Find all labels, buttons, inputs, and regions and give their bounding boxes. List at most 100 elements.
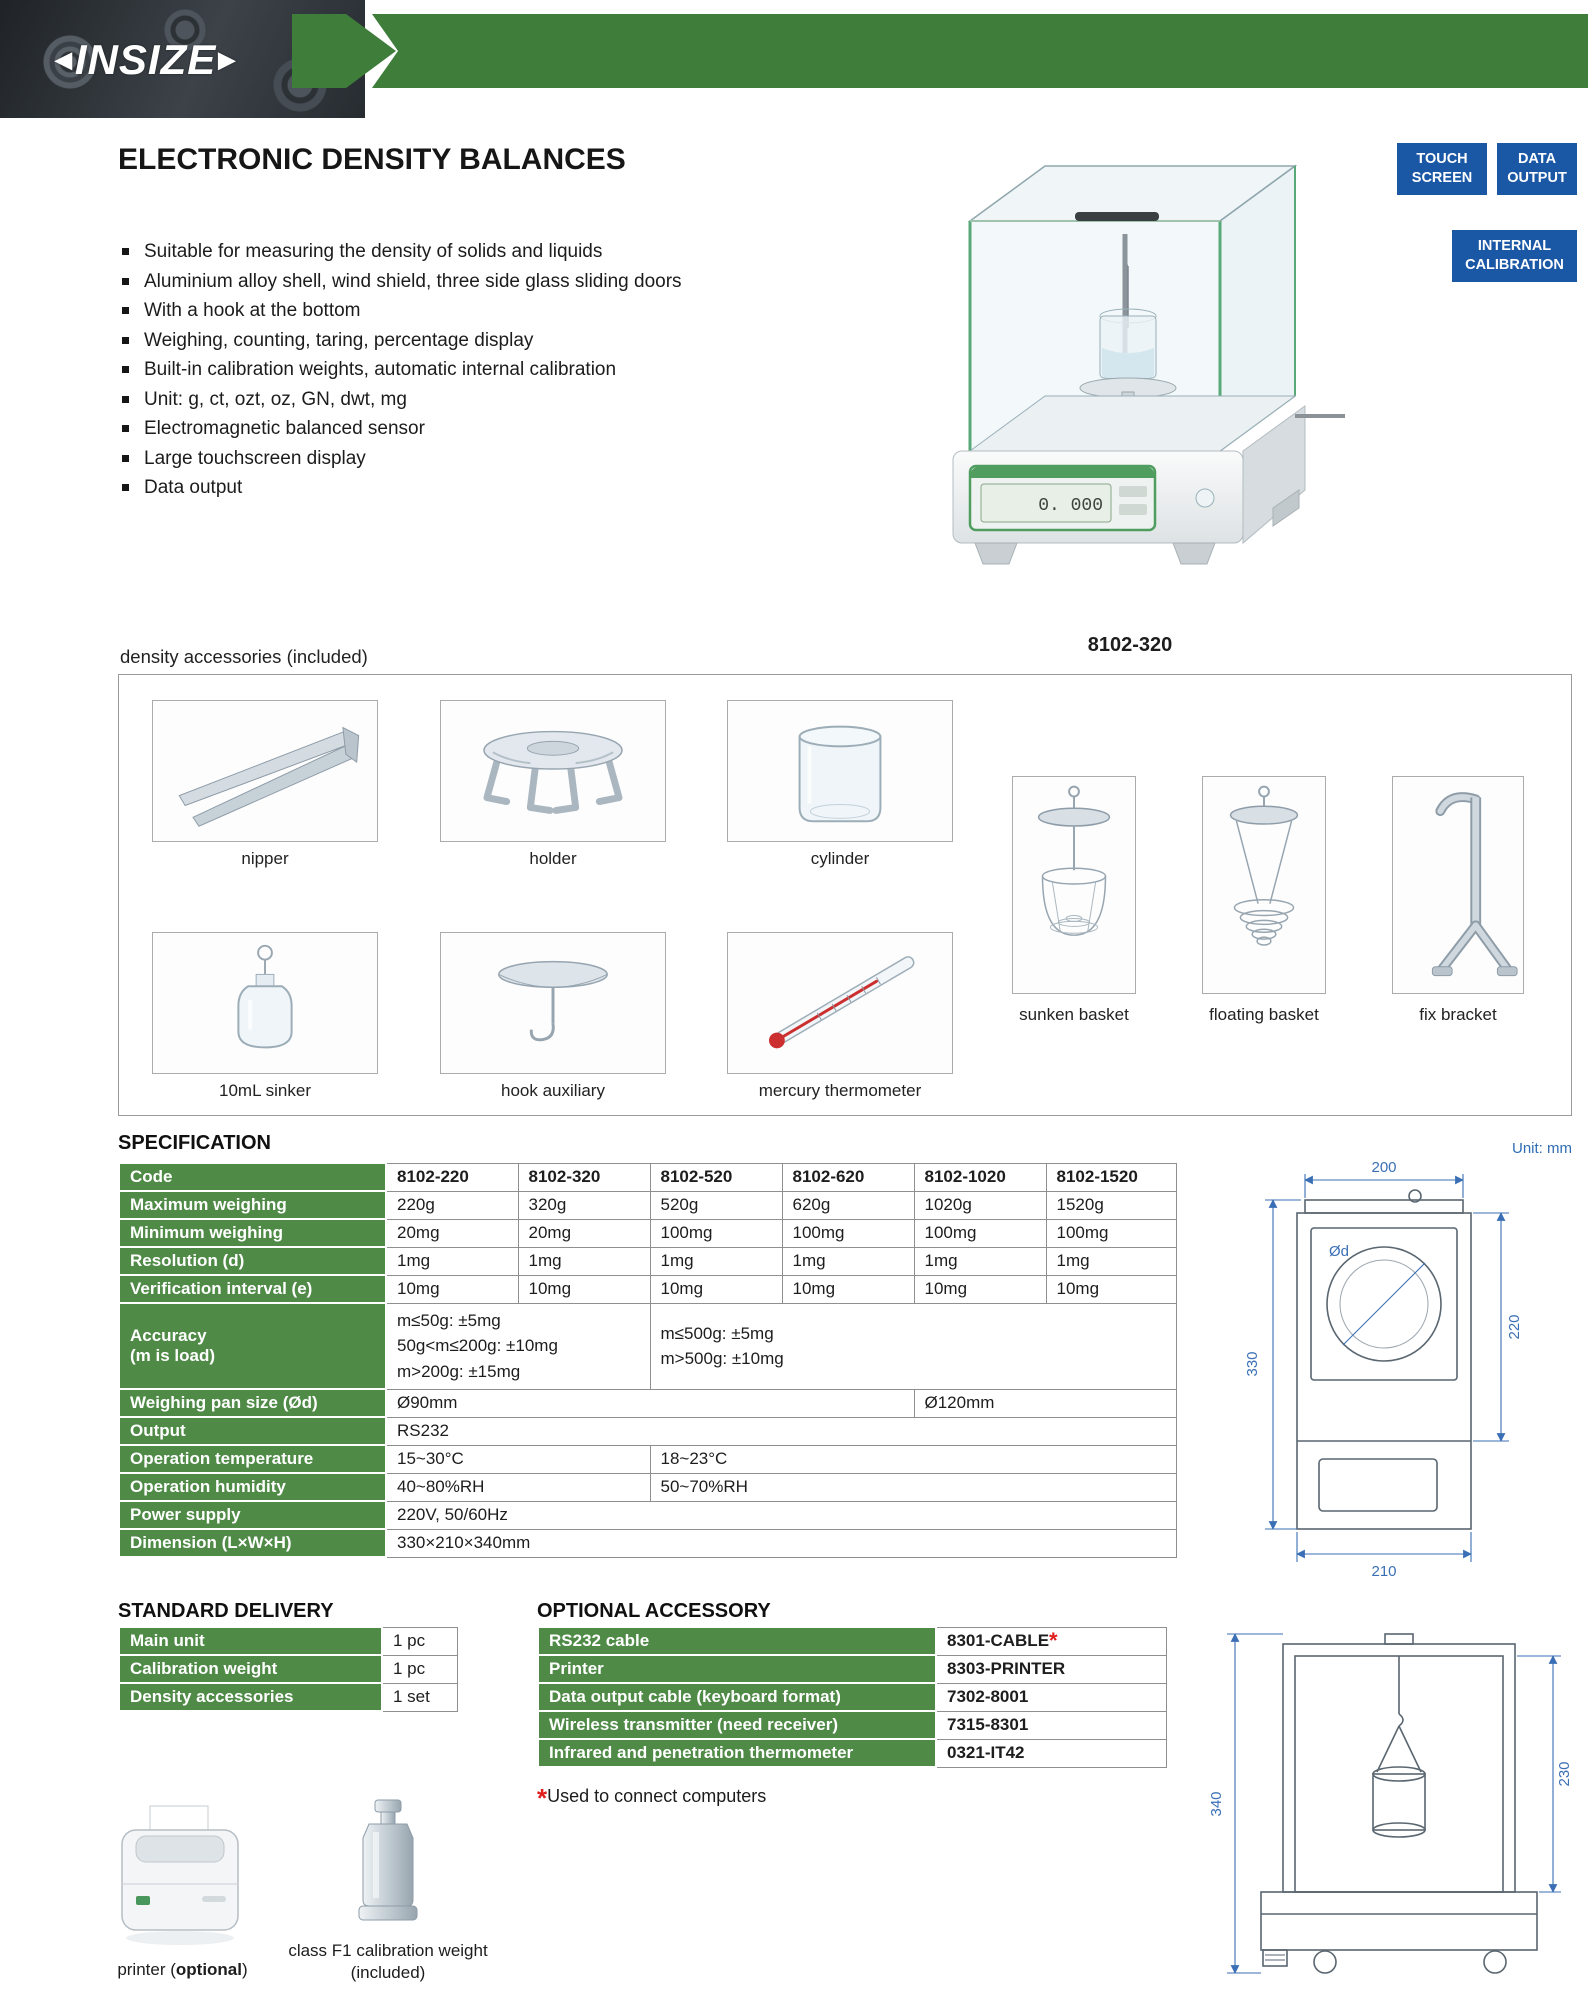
feature-item: Weighing, counting, taring, percentage d… <box>120 326 860 356</box>
spec-cell: 20mg <box>517 1218 651 1248</box>
table-row: Wireless transmitter (need receiver) 731… <box>537 1710 1167 1740</box>
standard-delivery-table: Main unit 1 pc Calibration weight 1 pc D… <box>118 1626 458 1712</box>
spec-cell: 100mg <box>1045 1218 1177 1248</box>
caption-fix-bracket: fix bracket <box>1419 1005 1497 1024</box>
table-row: Power supply 220V, 50/60Hz <box>118 1500 1177 1530</box>
spec-cell: 10mg <box>385 1274 519 1304</box>
badge-line: INTERNAL <box>1477 238 1552 254</box>
printer-image <box>108 1792 253 1957</box>
accessory-label: Printer <box>537 1654 937 1684</box>
spec-cell: 10mg <box>781 1274 915 1304</box>
table-row: Operation temperature 15~30°C 18~23°C <box>118 1444 1177 1474</box>
table-row: Maximum weighing 220g 320g 520g 620g 102… <box>118 1190 1177 1220</box>
weight-caption-line1: class F1 calibration weight <box>288 1941 488 1960</box>
feature-text: Large touchscreen display <box>144 447 366 469</box>
spec-cell: 8102-1020 <box>913 1162 1047 1192</box>
unit-note: Unit: mm <box>1512 1140 1572 1157</box>
logo-right-arrow-icon: ▶ <box>218 47 237 72</box>
spec-cell: 1mg <box>385 1246 519 1276</box>
specification-heading: SPECIFICATION <box>118 1132 271 1154</box>
badge-touch-screen: TOUCH SCREEN <box>1397 143 1487 195</box>
spec-row-label: Maximum weighing <box>118 1190 387 1220</box>
spec-cell: 220V, 50/60Hz <box>385 1500 1177 1530</box>
spec-cell: 8102-1520 <box>1045 1162 1177 1192</box>
fix-bracket-illustration <box>1431 792 1518 977</box>
feature-text: Electromagnetic balanced sensor <box>144 418 425 439</box>
table-row: Code 8102-220 8102-320 8102-520 8102-620… <box>118 1162 1177 1192</box>
technical-drawing-front: 200 330 220 210 Ød <box>1205 1156 1583 1611</box>
spec-cell: 1520g <box>1045 1190 1177 1220</box>
spec-cell: 330×210×340mm <box>385 1528 1177 1558</box>
spec-cell: 520g <box>649 1190 783 1220</box>
lcd-reading: 0. 000 <box>1038 496 1103 516</box>
bullet-icon <box>122 366 129 373</box>
spec-cell: m≤500g: ±5mg m>500g: ±10mg <box>649 1302 1177 1390</box>
printer-caption-text: ) <box>242 1960 248 1979</box>
delivery-value: 1 pc <box>381 1626 458 1656</box>
bullet-icon <box>122 395 129 403</box>
spec-cell: 100mg <box>781 1218 915 1248</box>
page-title: ELECTRONIC DENSITY BALANCES <box>118 143 626 176</box>
feature-text: Unit: g, ct, ozt, oz, GN, dwt, mg <box>144 388 407 410</box>
feature-item: Large touchscreen display <box>120 444 860 474</box>
feature-item: Built-in calibration weights, automatic … <box>120 355 860 385</box>
printer-caption-bold: optional <box>175 1960 242 1979</box>
caption-floating-basket: floating basket <box>1209 1005 1319 1024</box>
spec-cell: 1mg <box>781 1246 915 1276</box>
spec-cell: 320g <box>517 1190 651 1220</box>
accessory-code: 7315-8301 <box>935 1710 1167 1740</box>
specification-table: Code 8102-220 8102-320 8102-520 8102-620… <box>118 1162 1177 1558</box>
spec-cell: 8102-320 <box>517 1162 651 1192</box>
accessory-code: 8301-CABLE* <box>935 1626 1167 1656</box>
badge-line: CALIBRATION <box>1465 257 1564 273</box>
accessory-image-sunken-basket <box>1012 776 1136 994</box>
spec-cell: 8102-520 <box>649 1162 783 1192</box>
feature-list: Suitable for measuring the density of so… <box>120 237 860 503</box>
technical-drawing-side: 340 230 <box>1205 1622 1583 2010</box>
logo-left-arrow-icon: ◀ <box>55 47 73 72</box>
footnote-text: Used to connect computers <box>547 1786 767 1806</box>
accessory-code: 7302-8001 <box>935 1682 1167 1712</box>
caption-cylinder: cylinder <box>810 849 870 868</box>
accessory-code-text: 8301-CABLE <box>947 1631 1050 1650</box>
dim-right: 220 <box>1506 1314 1523 1339</box>
footnote-asterisk: * <box>1049 1628 1058 1653</box>
bullet-icon <box>122 277 129 285</box>
sinker-illustration <box>237 944 293 1049</box>
spec-cell: m≤50g: ±5mg 50g<m≤200g: ±10mg m>200g: ±1… <box>385 1302 651 1390</box>
badge-line: DATA <box>1517 151 1557 167</box>
table-row: Resolution (d) 1mg 1mg 1mg 1mg 1mg 1mg <box>118 1246 1177 1276</box>
accessory-label: Infrared and penetration thermometer <box>537 1738 937 1768</box>
table-row: Dimension (L×W×H) 330×210×340mm <box>118 1528 1177 1558</box>
spec-cell: 10mg <box>913 1274 1047 1304</box>
table-row: Weighing pan size (Ød) Ø90mm Ø120mm <box>118 1388 1177 1418</box>
feature-text: Weighing, counting, taring, percentage d… <box>144 329 534 351</box>
spec-cell: 620g <box>781 1190 915 1220</box>
spec-row-label: Power supply <box>118 1500 387 1530</box>
caption-sunken-basket: sunken basket <box>1019 1005 1129 1024</box>
accessory-label: RS232 cable <box>537 1626 937 1656</box>
feature-text: Data output <box>144 477 243 498</box>
spec-cell: 1020g <box>913 1190 1047 1220</box>
table-row: Printer 8303-PRINTER <box>537 1654 1167 1684</box>
hook-auxiliary-illustration <box>498 960 608 1042</box>
spec-cell: 15~30°C <box>385 1444 651 1474</box>
weight-caption-line2: (included) <box>350 1963 426 1983</box>
spec-cell: 1mg <box>1045 1246 1177 1276</box>
dim-total-height: 340 <box>1208 1791 1225 1816</box>
spec-cell: 10mg <box>517 1274 651 1304</box>
printer-caption: printer (optional) <box>85 1960 280 1980</box>
spec-row-label: Output <box>118 1416 387 1446</box>
accessory-image-cylinder <box>727 700 953 842</box>
spec-cell: 18~23°C <box>649 1444 1177 1474</box>
spec-cell: 1mg <box>517 1246 651 1276</box>
feature-text: Aluminium alloy shell, wind shield, thre… <box>144 270 682 292</box>
balance-illustration: 0. 000 <box>952 164 1345 565</box>
feature-text: Suitable for measuring the density of so… <box>144 241 603 262</box>
delivery-label: Main unit <box>118 1626 383 1656</box>
spec-cell: 10mg <box>1045 1274 1177 1304</box>
table-row: Main unit 1 pc <box>118 1626 458 1656</box>
front-view-drawing: 200 330 220 210 Ød <box>1244 1159 1523 1580</box>
footnote: *Used to connect computers <box>537 1785 767 1811</box>
accessory-image-floating-basket <box>1202 776 1326 994</box>
